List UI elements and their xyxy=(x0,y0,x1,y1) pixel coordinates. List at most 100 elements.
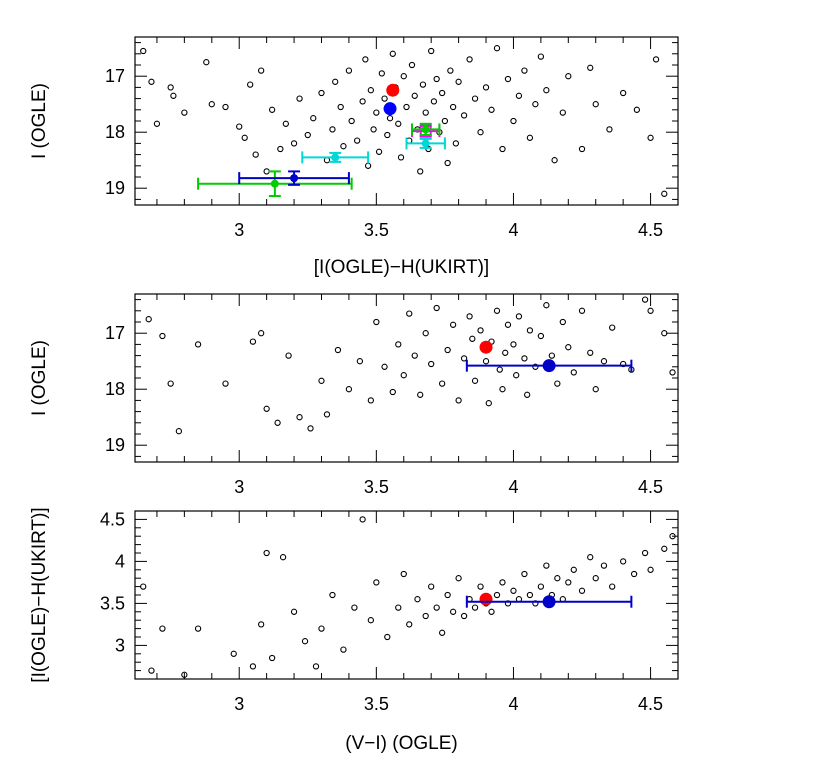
data-point xyxy=(428,360,435,368)
data-point xyxy=(661,190,668,197)
data-point xyxy=(263,549,270,557)
data-point xyxy=(641,296,649,303)
data-point xyxy=(296,414,303,421)
data-point xyxy=(609,583,616,590)
x-tick-label: 3.5 xyxy=(364,477,389,497)
data-point xyxy=(340,646,347,653)
data-point xyxy=(351,604,358,611)
x-tick-label: 4 xyxy=(508,694,518,714)
data-point xyxy=(439,89,446,97)
x-tick-label: 3.5 xyxy=(364,694,389,714)
data-point xyxy=(496,366,503,373)
data-point xyxy=(466,313,473,320)
blue-target-point xyxy=(542,359,556,373)
data-point xyxy=(340,143,347,150)
data-point xyxy=(433,604,440,611)
cyan-point xyxy=(421,139,430,148)
data-point xyxy=(381,95,388,102)
data-point xyxy=(422,612,429,620)
data-point xyxy=(263,168,270,175)
data-point xyxy=(439,380,446,387)
data-point xyxy=(460,612,468,620)
data-point xyxy=(661,330,668,337)
data-point xyxy=(647,134,654,141)
x-tick-label: 4.5 xyxy=(638,477,663,497)
data-point xyxy=(430,98,438,105)
data-point xyxy=(252,151,259,158)
data-point xyxy=(301,638,309,645)
red-clump-point xyxy=(479,340,493,354)
data-point xyxy=(367,397,374,404)
data-point xyxy=(208,101,215,108)
data-point xyxy=(521,67,528,74)
data-point xyxy=(493,591,501,599)
data-point xyxy=(620,89,627,97)
data-point xyxy=(362,56,369,63)
data-point xyxy=(510,587,517,594)
data-point xyxy=(578,145,586,153)
data-point xyxy=(414,596,421,603)
data-point xyxy=(194,341,202,348)
data-point xyxy=(241,134,248,141)
data-point xyxy=(167,380,174,387)
data-point xyxy=(417,168,424,175)
data-point xyxy=(249,338,257,345)
data-point xyxy=(181,109,188,116)
data-point xyxy=(290,140,298,147)
data-point xyxy=(258,330,265,337)
data-point xyxy=(570,369,577,376)
data-point xyxy=(554,380,561,387)
data-point xyxy=(247,81,254,88)
data-point xyxy=(359,516,366,523)
data-point xyxy=(148,78,155,85)
data-point xyxy=(249,663,257,670)
data-point xyxy=(499,145,506,153)
data-point xyxy=(647,307,654,314)
data-point xyxy=(559,109,566,116)
data-point xyxy=(386,115,394,122)
data-point xyxy=(359,98,366,105)
data-point xyxy=(403,103,410,111)
data-point xyxy=(565,344,572,351)
data-point xyxy=(460,112,468,119)
data-point xyxy=(411,92,418,99)
x-axis-label: (V−I) (OGLE) xyxy=(345,733,457,754)
data-point xyxy=(493,307,501,314)
y-tick-label: 18 xyxy=(105,379,125,399)
plot-frame xyxy=(134,293,679,463)
y-tick-label: 17 xyxy=(105,66,125,86)
data-point xyxy=(400,570,407,578)
data-point xyxy=(444,346,451,354)
data-point xyxy=(543,302,550,309)
data-area xyxy=(140,516,676,678)
data-point xyxy=(222,103,229,111)
data-point xyxy=(526,327,534,334)
data-point xyxy=(526,591,534,599)
y-axis-label: I (OGLE) xyxy=(29,340,50,416)
y-tick-label: 3.5 xyxy=(100,593,125,613)
data-point xyxy=(502,349,509,356)
data-point xyxy=(400,372,407,379)
data-point xyxy=(282,120,289,127)
data-point xyxy=(592,101,599,108)
data-point xyxy=(285,352,292,359)
data-point xyxy=(433,75,440,83)
data-point xyxy=(222,380,229,387)
data-point xyxy=(381,363,388,370)
data-point xyxy=(258,67,265,74)
data-area xyxy=(145,296,676,435)
data-point xyxy=(389,388,396,396)
data-point xyxy=(268,106,276,113)
data-point xyxy=(570,566,577,573)
data-point xyxy=(449,321,457,328)
data-point xyxy=(337,103,344,111)
data-point xyxy=(406,310,413,317)
data-point xyxy=(641,549,649,557)
data-point xyxy=(153,120,161,127)
data-point xyxy=(373,579,380,586)
blue-errbar-point xyxy=(290,174,299,183)
data-point xyxy=(592,386,599,393)
data-point xyxy=(290,608,298,615)
data-point xyxy=(630,570,638,578)
